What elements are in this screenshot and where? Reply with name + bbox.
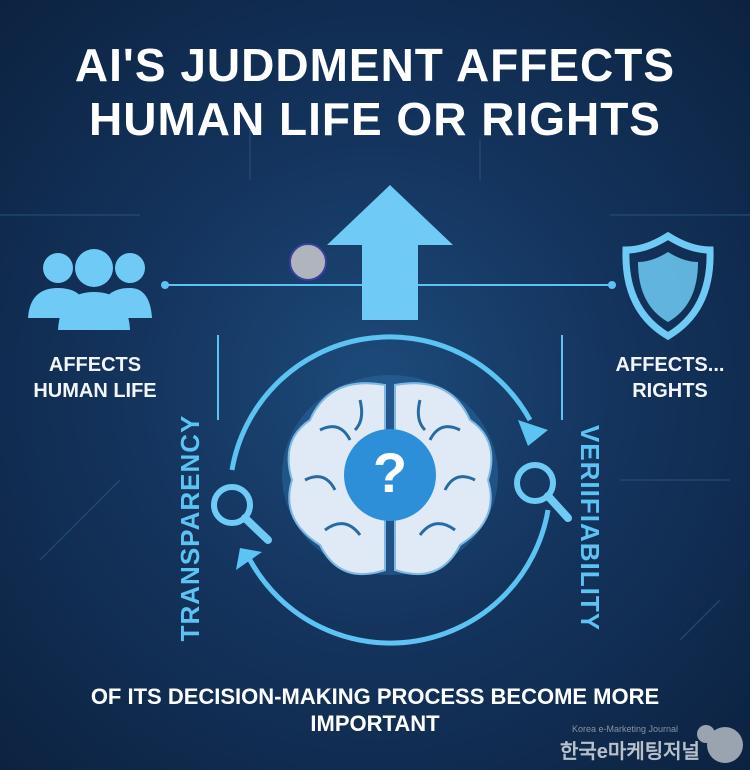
transparency-label: TRANSPARENCY [175, 414, 205, 642]
cycle-arrowhead [236, 548, 262, 570]
cursor-circle [289, 243, 327, 281]
title-line-2: HUMAN LIFE OR RIGHTS [89, 93, 661, 145]
watermark-logo [697, 725, 743, 763]
cycle-ring [229, 334, 551, 646]
brain-icon [282, 375, 498, 576]
title-line-1: AI'S JUDDMENT AFFECTS [74, 39, 676, 91]
magnifier-icon-left [211, 484, 272, 544]
cycle-arrowhead [518, 420, 548, 446]
left-label-line-1: AFFECTS [48, 354, 142, 376]
people-icon [28, 249, 152, 330]
watermark-subtext: Korea e-Marketing Journal [572, 724, 679, 734]
bottom-text-line-1: OF ITS DECISION-MAKING PROCESS BECOME MO… [90, 684, 660, 709]
right-label-line-2: RIGHTS [632, 380, 708, 402]
right-label-line-1: AFFECTS... [615, 354, 725, 376]
left-label-line-2: HUMAN LIFE [33, 380, 157, 402]
right-label: AFFECTS... RIGHTS [595, 352, 745, 404]
left-label: AFFECTS HUMAN LIFE [20, 352, 170, 404]
verifiability-label: VERIIFIABILITY [575, 424, 605, 632]
magnifier-icon-right [514, 462, 572, 522]
circuit-lines [0, 130, 750, 641]
question-mark: ? [372, 441, 408, 504]
shield-icon [622, 231, 714, 341]
question-circle [344, 429, 436, 521]
connector-dot [161, 281, 169, 289]
shield-fill [638, 252, 698, 322]
connector-dot [608, 281, 616, 289]
watermark-text: 한국e마케팅저널 [560, 741, 700, 763]
bottom-text-line-2: IMPORTANT [310, 711, 440, 736]
up-arrow-icon [327, 185, 453, 320]
